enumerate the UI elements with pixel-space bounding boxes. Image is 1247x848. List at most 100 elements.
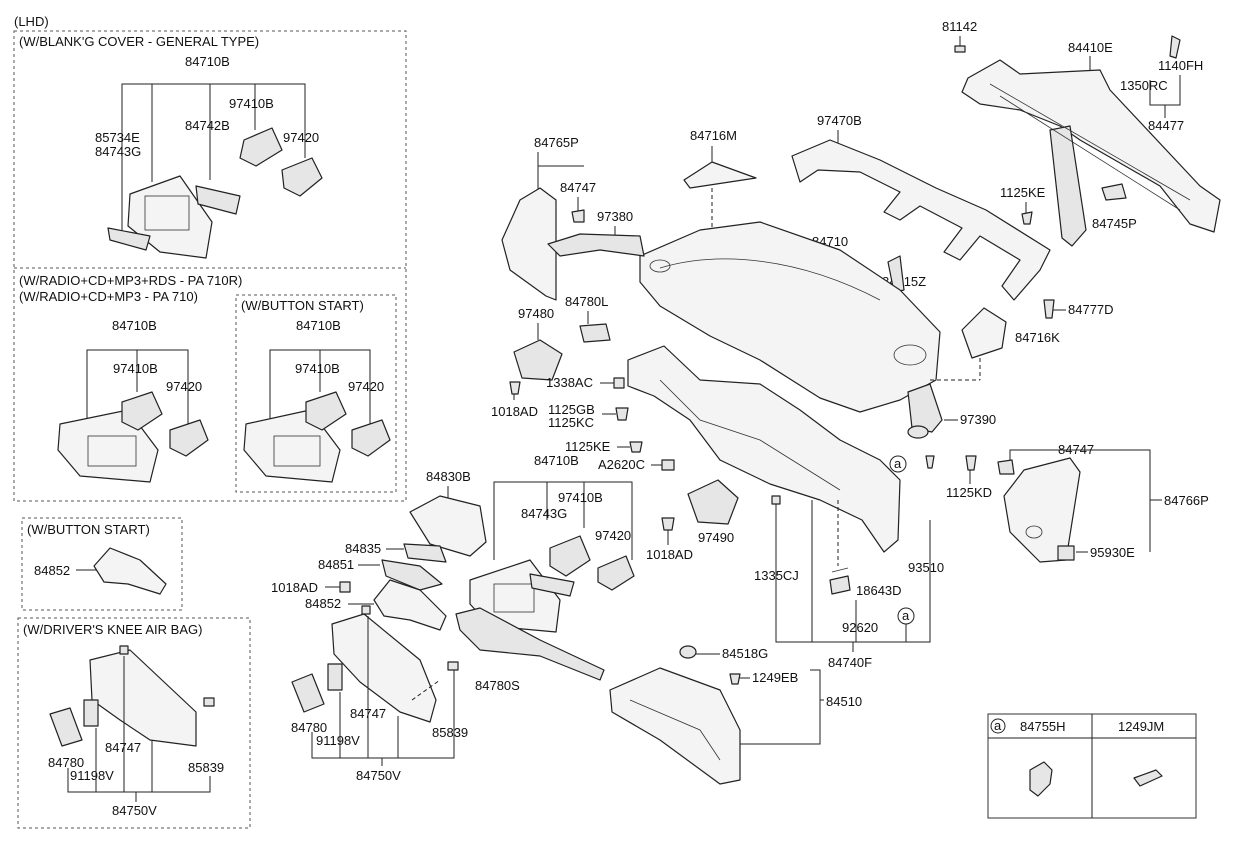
vent-97420-1 <box>281 157 323 197</box>
bracket-leaders: 1335CJ 84740F 93510 18643D 92620 a <box>754 495 944 670</box>
label-84780-b: 84780 <box>291 720 327 735</box>
label-84710B-3: 84710B <box>296 318 341 333</box>
right-side-cover-group: 84747 84766P 95930E <box>997 442 1209 563</box>
cowl-crossbar-group: 81142 84410E 1140FH 1350RC 84477 1125KE … <box>942 19 1221 247</box>
legend-col2: 1249JM <box>1118 719 1164 734</box>
label-1125KD: 1125KD <box>946 485 992 500</box>
label-84750V-a: 84750V <box>112 803 157 818</box>
label-97420-1: 97420 <box>283 130 319 145</box>
knee-airbag-group: 84780 91198V 84747 85839 84750V <box>48 645 224 818</box>
legend-col1: 84755H <box>1020 719 1066 734</box>
label-84477: 84477 <box>1148 118 1184 133</box>
label-81142: 81142 <box>942 19 977 34</box>
label-85839-a: 85839 <box>188 760 224 775</box>
label-84835: 84835 <box>345 541 381 556</box>
label-1125KE-b: 1125KE <box>565 439 611 454</box>
label-97390: 97390 <box>960 412 996 427</box>
cover-84716K <box>961 307 1007 359</box>
section-radio-rds: (W/RADIO+CD+MP3+RDS - PA 710R) <box>19 273 242 288</box>
label-97480: 97480 <box>518 306 554 321</box>
label-1350RC: 1350RC <box>1120 78 1168 93</box>
button-start-box-1 <box>235 294 397 493</box>
label-84510: 84510 <box>826 694 862 709</box>
cover-84780-a <box>49 707 83 747</box>
center-vent-group: 97490 1018AD <box>646 479 739 562</box>
section-knee-airbag: (W/DRIVER'S KNEE AIR BAG) <box>23 622 202 637</box>
label-84750V-b: 84750V <box>356 768 401 783</box>
lower-pad-group: 84830B 84835 84851 1018AD 84852 84780S 8… <box>271 469 605 783</box>
label-97410B-3: 97410B <box>295 361 340 376</box>
label-1018AD-c: 1018AD <box>271 580 318 595</box>
button-start-cover-group: 84852 <box>34 547 167 595</box>
label-84765P: 84765P <box>534 135 579 150</box>
variant-box-outer <box>13 30 407 502</box>
label-97410B-2: 97410B <box>113 361 158 376</box>
crossbar-stay <box>1049 125 1087 247</box>
label-84710B-1: 84710B <box>185 54 230 69</box>
clip-84755H <box>1029 761 1053 797</box>
callout-a-2 <box>897 607 915 625</box>
label-A2620C: A2620C <box>598 457 645 472</box>
label-84780S: 84780S <box>475 678 520 693</box>
label-1140FH: 1140FH <box>1158 58 1203 73</box>
lower-panel-b <box>331 613 437 723</box>
label-95930E: 95930E <box>1090 545 1135 560</box>
label-84410E: 84410E <box>1068 40 1113 55</box>
label-84747-a: 84747 <box>560 180 596 195</box>
label-84710B-2: 84710B <box>112 318 157 333</box>
cover-84780-b <box>291 673 325 713</box>
label-1125GB: 1125GB <box>548 402 595 417</box>
label-1125KC: 1125KC <box>548 415 594 430</box>
label-1338AC: 1338AC <box>546 375 593 390</box>
label-84747-d: 84747 <box>105 740 141 755</box>
vent-97410B-c <box>549 535 591 577</box>
cover-84851 <box>381 559 443 591</box>
bolt-1140FH <box>1169 35 1181 59</box>
duct-97470B <box>791 139 1051 301</box>
label-1018AD-a: 1018AD <box>491 404 538 419</box>
screw-1249JM <box>1133 769 1163 787</box>
crossbar-84410E <box>961 59 1221 233</box>
legend-marker-text: a <box>994 718 1002 733</box>
label-84852-b: 84852 <box>305 596 341 611</box>
cover-84835 <box>403 543 447 563</box>
label-84745P: 84745P <box>1092 216 1137 231</box>
label-84710B-c: 84710B <box>534 453 579 468</box>
callout-a-2-text: a <box>902 608 910 623</box>
label-84716M: 84716M <box>690 128 737 143</box>
bulb-92620 <box>829 575 851 595</box>
left-vent-group: 84780L 97480 1338AC 1018AD <box>491 294 625 419</box>
vent-97480 <box>513 339 563 381</box>
vent-97410B-3 <box>305 391 347 431</box>
vent-97420-3 <box>351 419 391 457</box>
label-84851: 84851 <box>318 557 354 572</box>
vent-97420-c <box>597 555 635 591</box>
bumper-84518G <box>679 645 697 659</box>
cover-84780L <box>579 323 611 343</box>
label-84740F: 84740F <box>828 655 872 670</box>
label-93510: 93510 <box>908 560 944 575</box>
crash-pad-84710 <box>639 221 941 413</box>
knee-airbag-box <box>17 617 251 829</box>
bracket-84740F <box>627 345 901 553</box>
button-start-box-2 <box>21 517 183 611</box>
callout-a-1 <box>889 455 907 473</box>
label-1249EB: 1249EB <box>752 670 798 685</box>
duct-97380 <box>547 233 645 257</box>
vent-97420-2 <box>169 419 209 457</box>
label-97380: 97380 <box>597 209 633 224</box>
label-92620: 92620 <box>842 620 878 635</box>
label-84777D: 84777D <box>1068 302 1114 317</box>
label-84766P: 84766P <box>1164 493 1209 508</box>
pad-91198V-b <box>327 663 343 691</box>
vent-97410B-2 <box>121 391 163 431</box>
label-97420-2: 97420 <box>166 379 202 394</box>
label-84780-a: 84780 <box>48 755 84 770</box>
label-1125KE-a: 1125KE <box>1000 185 1046 200</box>
glove-box-group: 84518G 1249EB 84510 <box>609 645 862 785</box>
cover-84852-b <box>373 579 447 631</box>
blank-cover-group: 84710B 85734E 84743G 84742B 97410B 97420 <box>95 54 323 259</box>
label-97410B-1: 97410B <box>229 96 274 111</box>
air-duct-group: 97470B 84715Z 84777D <box>791 113 1114 319</box>
section-blank-cover: (W/BLANK'G COVER - GENERAL TYPE) <box>19 34 259 49</box>
